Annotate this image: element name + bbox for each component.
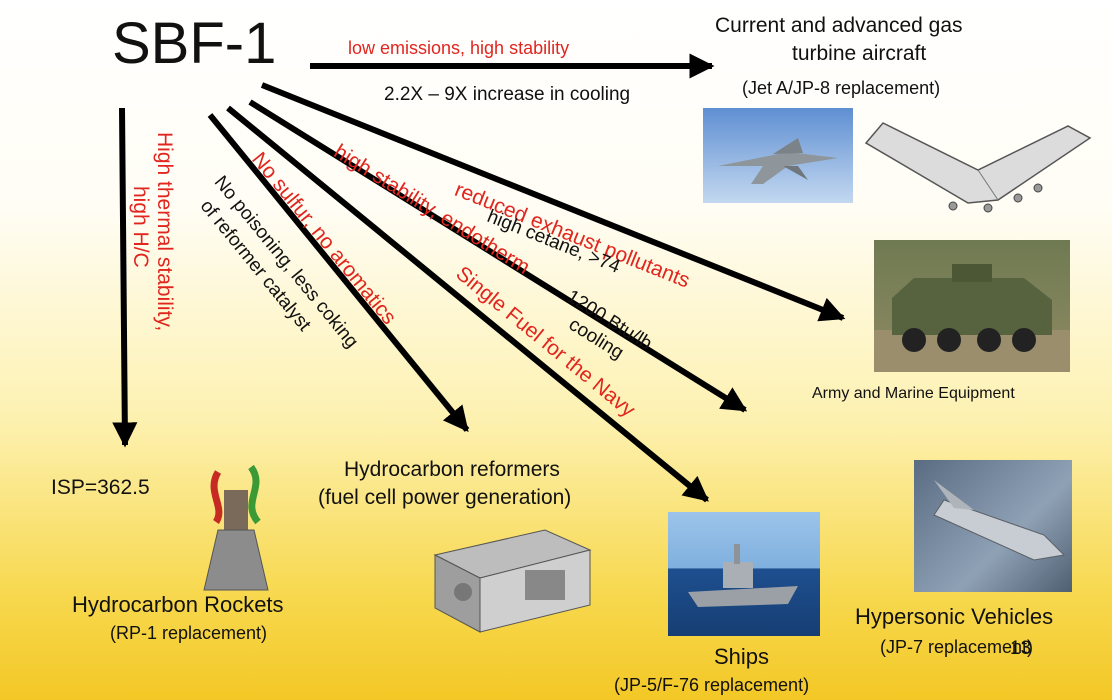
label-thermal-stability-line2: high H/C	[129, 186, 152, 268]
rocket-engine-illustration	[203, 464, 269, 591]
label-thermal-stability-line1: High thermal stability,	[153, 132, 176, 332]
ships-label: Ships	[714, 644, 770, 669]
label-cooling-increase: 2.2X – 9X increase in cooling	[384, 84, 631, 105]
isp-label: ISP=362.5	[51, 476, 150, 499]
label-low-emissions: low emissions, high stability	[348, 38, 570, 58]
hypersonic-sub: (JP-7 replacement)	[880, 637, 1034, 657]
armored-vehicle-image	[874, 240, 1070, 372]
slide-title: SBF-1	[112, 11, 277, 76]
flying-wing-aircraft-illustration	[864, 122, 1092, 213]
arrow-to-ships	[226, 105, 709, 503]
arrow-to-reformers	[207, 113, 470, 432]
aircraft-label-line1: Current and advanced gas	[715, 14, 963, 37]
hypersonic-label: Hypersonic Vehicles	[855, 604, 1054, 629]
arrow-to-rockets	[112, 107, 138, 448]
reformers-label-line2: (fuel cell power generation)	[318, 486, 572, 509]
fighter-jet-image	[703, 108, 853, 203]
arrow-to-army	[260, 82, 846, 322]
hypersonic-vehicle-image	[914, 460, 1072, 592]
reformer-unit-illustration	[433, 529, 592, 633]
ships-sub: (JP-5/F-76 replacement)	[614, 675, 810, 695]
aircraft-sub: (Jet A/JP-8 replacement)	[742, 78, 941, 98]
rockets-sub: (RP-1 replacement)	[110, 623, 268, 643]
page-number: 13	[1010, 638, 1032, 659]
arrow-to-hypersonic	[248, 99, 748, 413]
navy-ship-image	[668, 512, 820, 636]
rockets-label: Hydrocarbon Rockets	[72, 592, 284, 617]
aircraft-label-line2: turbine aircraft	[792, 42, 927, 65]
army-label: Army and Marine Equipment	[812, 385, 1015, 402]
reformers-label-line1: Hydrocarbon reformers	[344, 458, 560, 481]
